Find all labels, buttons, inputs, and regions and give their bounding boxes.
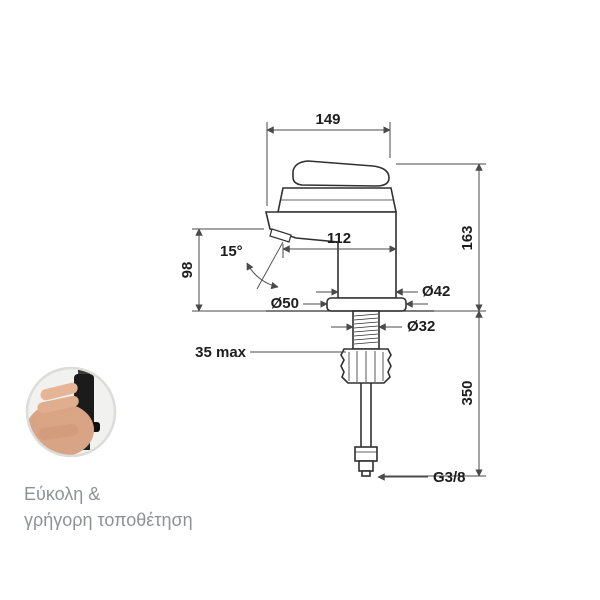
- dim-163-label: 163: [459, 225, 476, 250]
- supply-hose: [360, 383, 372, 447]
- dim-98: [192, 228, 266, 312]
- dim-dia-42-label: Ø42: [422, 283, 450, 300]
- dim-112-label: 112: [327, 230, 351, 247]
- dim-112: [282, 244, 397, 258]
- dim-149-label: 149: [315, 111, 340, 128]
- aerator: [269, 228, 292, 243]
- handle-lever: [292, 160, 390, 187]
- dim-350: [382, 310, 486, 477]
- dim-dia-32-label: Ø32: [407, 318, 435, 335]
- dim-thread-label: G3/8: [433, 469, 466, 486]
- faucet-body: [264, 211, 397, 299]
- dim-angle-15: [246, 241, 284, 290]
- hand-illustration: [27, 382, 94, 456]
- installation-photo: [25, 366, 117, 458]
- dim-149: [266, 122, 391, 206]
- photo-rim: [25, 366, 117, 458]
- caption-line-1: Εύκολη &: [24, 484, 101, 504]
- dim-98-label: 98: [179, 262, 196, 279]
- dim-163: [396, 163, 486, 312]
- caption-line-2: γρήγορη τοποθέτηση: [24, 510, 193, 531]
- hose-connector: [354, 446, 378, 477]
- dim-350-label: 350: [459, 380, 476, 405]
- dim-dia-50-label: Ø50: [271, 295, 299, 312]
- dim-angle-label: 15°: [220, 243, 243, 260]
- installation-caption: Εύκολη & γρήγορη τοποθέτηση: [24, 481, 284, 533]
- base-flange: [326, 297, 407, 312]
- dim-35-max-label: 35 max: [195, 344, 247, 361]
- shank-threads: [353, 313, 379, 345]
- nut-knurling: [348, 351, 384, 382]
